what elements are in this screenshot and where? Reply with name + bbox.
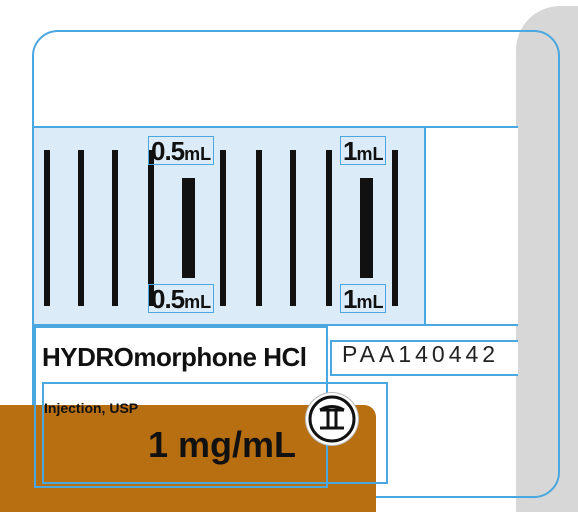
graduation-mark-one-ml bbox=[360, 178, 373, 278]
scale-blank-area bbox=[424, 128, 518, 324]
dosage-form: Injection, USP bbox=[44, 400, 139, 416]
scale-unit: mL bbox=[184, 144, 212, 164]
scale-label-half-ml-top: 0.5mL bbox=[148, 136, 215, 166]
concentration: 1 mg/mL bbox=[148, 424, 297, 465]
graduation-mark bbox=[44, 150, 50, 306]
scale-value: 0.5 bbox=[151, 284, 185, 314]
graduation-mark bbox=[148, 150, 154, 306]
drug-name: HYDROmorphone HCl bbox=[42, 342, 307, 372]
graduation-mark bbox=[256, 150, 262, 306]
graduation-mark bbox=[290, 150, 296, 306]
controlled-substance-schedule-ii-icon bbox=[306, 393, 358, 445]
graduation-mark bbox=[112, 150, 118, 306]
graduation-mark bbox=[78, 150, 84, 306]
scale-value: 1 bbox=[343, 284, 358, 314]
graduation-mark-half-ml bbox=[182, 178, 195, 278]
graduation-mark bbox=[392, 150, 398, 306]
graduation-mark bbox=[220, 150, 226, 306]
scale-value: 0.5 bbox=[151, 136, 185, 166]
graduation-scale bbox=[34, 126, 518, 326]
syringe-barrel-shadow bbox=[516, 6, 578, 512]
scale-label-half-ml-bottom: 0.5mL bbox=[148, 284, 215, 314]
scale-value: 1 bbox=[343, 136, 358, 166]
scale-unit: mL bbox=[356, 144, 384, 164]
scale-label-one-ml-bottom: 1mL bbox=[340, 284, 387, 314]
scale-unit: mL bbox=[356, 292, 384, 312]
scale-label-one-ml-top: 1mL bbox=[340, 136, 387, 166]
graduation-mark bbox=[326, 150, 332, 306]
scale-unit: mL bbox=[184, 292, 212, 312]
lot-code: PAA140442 bbox=[342, 341, 500, 367]
concentration-frame bbox=[42, 382, 388, 484]
lot-code-box bbox=[330, 340, 518, 376]
